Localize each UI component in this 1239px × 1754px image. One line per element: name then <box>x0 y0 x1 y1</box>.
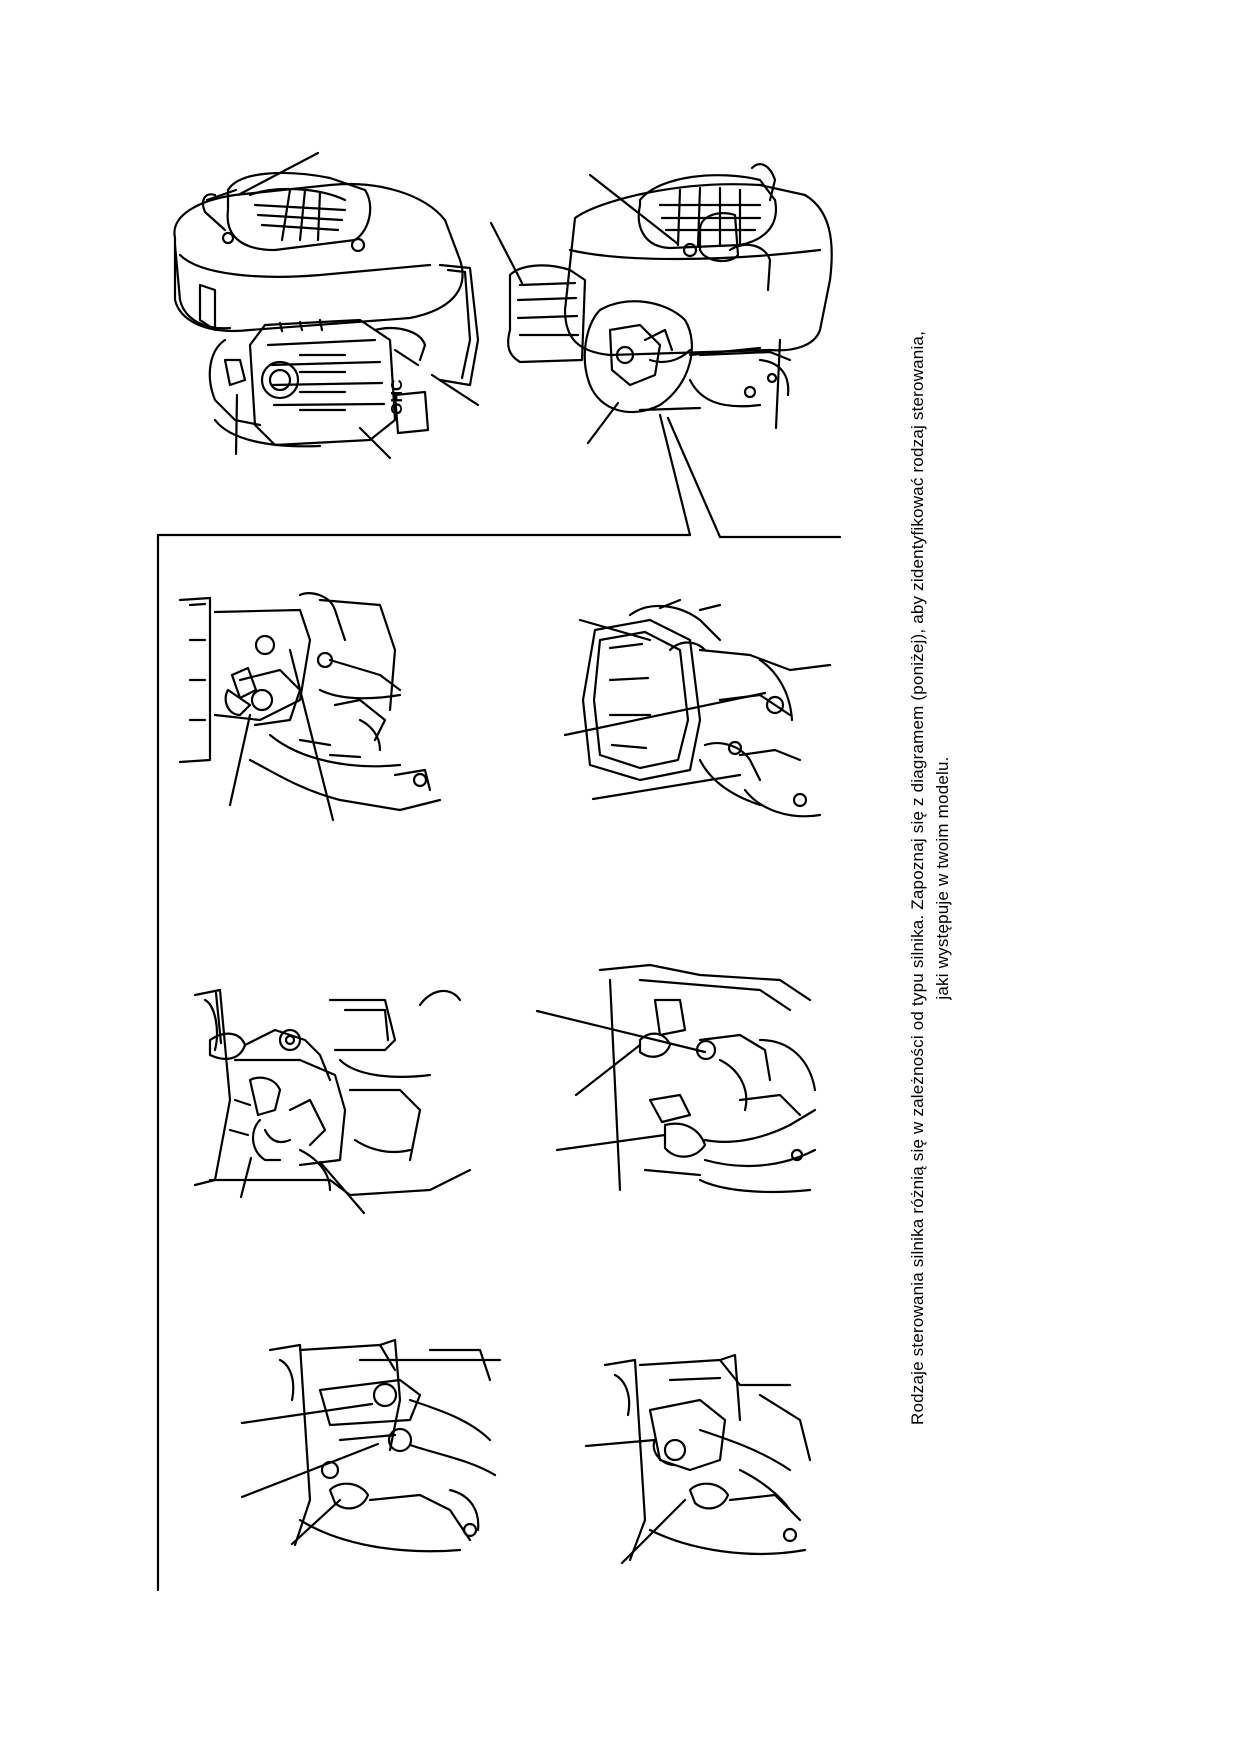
callout-arrows-panel-4 <box>535 1009 707 1152</box>
caption-line-2: jaki występuje w twoim modelu. <box>933 756 952 1000</box>
ohc-badge: OHC <box>389 379 406 415</box>
callout-arrows-panel-3 <box>214 991 366 1215</box>
callout-arrows-panel-1 <box>228 648 335 822</box>
detail-panel-3 <box>193 988 472 1197</box>
engine-illustration-right <box>507 163 833 414</box>
detail-panel-6 <box>603 1353 812 1562</box>
callout-arrows-left <box>234 151 480 460</box>
detail-panel-1 <box>178 592 442 812</box>
callout-arrows-panel-2 <box>563 618 767 801</box>
detail-panel-5 <box>268 1338 502 1553</box>
detail-panel-2 <box>581 598 832 818</box>
callout-arrows-panel-5 <box>240 1402 380 1546</box>
detail-panel-4 <box>598 963 817 1194</box>
engine-illustration-left: OHC <box>173 171 480 448</box>
caption-line-1: Rodzaje sterowania silnika różnią się w … <box>908 330 927 1426</box>
diagram-caption: Rodzaje sterowania silnika różnią się w … <box>905 228 985 1528</box>
detail-frame <box>156 533 692 1592</box>
callout-arrows-right <box>489 173 842 539</box>
callout-arrows-panel-6 <box>584 1438 687 1565</box>
